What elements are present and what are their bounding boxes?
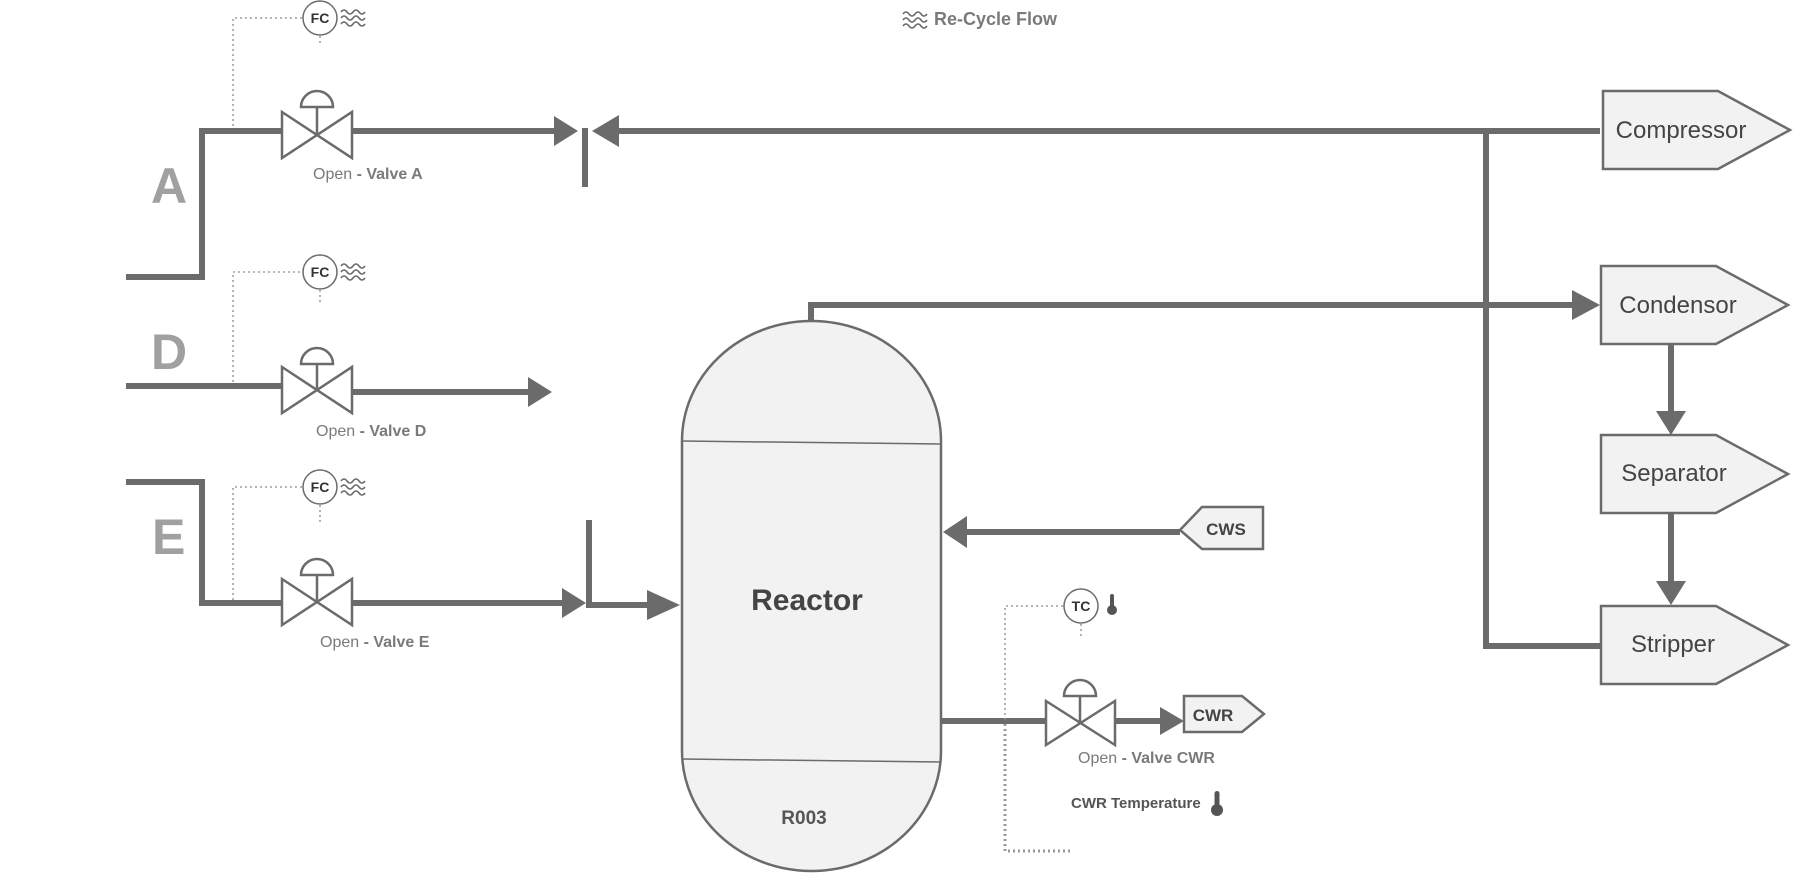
recycle-loop	[592, 115, 1600, 649]
cwr-temperature-label: CWR Temperature	[1071, 795, 1201, 812]
feed-a-controller-tag: FC	[311, 10, 330, 26]
valve-a[interactable]	[280, 89, 354, 161]
compressor-label: Compressor	[1616, 117, 1747, 144]
feed-e-pipe	[126, 479, 282, 606]
valve-e[interactable]	[280, 557, 354, 628]
cws-tag[interactable]: CWS	[1178, 505, 1265, 551]
valve-e-label: Open - Valve E	[320, 634, 430, 651]
reactor-inlet-arrowhead	[647, 590, 680, 620]
cwr-tag[interactable]: CWR	[1182, 694, 1266, 734]
reactor-tag: R003	[781, 808, 826, 829]
recycle-arrowhead	[592, 115, 619, 147]
stripper-inlet-arrowhead	[1656, 581, 1686, 605]
mixing-bar-e	[586, 520, 654, 608]
cooling-water-system: CWS CWR TC Open - Valve CWR CWR Temperat…	[941, 505, 1266, 853]
condensor-inlet-arrowhead	[1572, 290, 1600, 320]
feed-d-label: D	[151, 324, 187, 380]
stripper-recycle-pipe	[1483, 128, 1600, 649]
feed-a-arrowhead	[554, 116, 578, 146]
flow-waves-icon	[340, 263, 366, 281]
valve-d[interactable]	[280, 346, 354, 416]
feed-a-signal-line	[232, 17, 302, 126]
feed-a-flow-controller[interactable]: FC	[302, 0, 338, 36]
stripper-unit[interactable]: Stripper	[1599, 604, 1791, 686]
flow-waves-icon	[340, 478, 366, 496]
flow-waves-icon	[902, 11, 928, 29]
separator-unit[interactable]: Separator	[1599, 433, 1791, 515]
temperature-sensor-line	[1003, 724, 1070, 853]
compressor-unit[interactable]: Compressor	[1601, 89, 1793, 171]
separator-inlet-arrowhead	[1656, 411, 1686, 435]
cwr-arrowhead	[1160, 707, 1184, 735]
thermometer-icon	[1211, 791, 1223, 816]
cws-label: CWS	[1206, 520, 1246, 539]
feed-d-arrowhead	[528, 377, 552, 407]
feed-d-line: D FC Open - Valve D	[126, 254, 552, 440]
separator-label: Separator	[1621, 460, 1726, 487]
temperature-controller[interactable]: TC	[1063, 588, 1099, 624]
feed-a-pipe	[126, 128, 282, 280]
feed-e-label: E	[152, 509, 185, 565]
separation-train: Compressor Condensor Separator Stripper	[1599, 89, 1793, 686]
valve-cwr-label: Open - Valve CWR	[1078, 750, 1215, 767]
reactor-overhead-pipe	[808, 302, 1578, 321]
feed-a-label: A	[151, 158, 187, 214]
flow-waves-icon	[340, 9, 366, 27]
recycle-flow-legend: Re-Cycle Flow	[902, 9, 1058, 29]
cwr-label: CWR	[1193, 706, 1234, 725]
valve-a-label: Open - Valve A	[313, 166, 423, 183]
thermometer-icon	[1107, 594, 1117, 615]
feed-e-controller-tag: FC	[311, 479, 330, 495]
temperature-controller-tag: TC	[1072, 598, 1091, 614]
stripper-label: Stripper	[1631, 631, 1715, 658]
cws-arrowhead	[943, 516, 967, 548]
feed-e-flow-controller[interactable]: FC	[302, 469, 338, 505]
feed-d-signal-line	[232, 271, 302, 382]
valve-d-label: Open - Valve D	[316, 423, 426, 440]
feed-e-line: E FC Open - Valve E	[126, 469, 680, 651]
feed-d-flow-controller[interactable]: FC	[302, 254, 338, 290]
reactor-name: Reactor	[751, 584, 863, 617]
condensor-label: Condensor	[1619, 292, 1736, 319]
condensor-unit[interactable]: Condensor	[1599, 264, 1791, 346]
feed-e-signal-line	[232, 486, 302, 600]
valve-cwr[interactable]	[1044, 678, 1117, 748]
reactor-vessel[interactable]: Reactor R003	[680, 290, 1600, 873]
feed-e-arrowhead	[562, 588, 586, 618]
feed-a-line: A FC Open - Valve A	[126, 0, 588, 280]
feed-d-controller-tag: FC	[311, 264, 330, 280]
tc-signal-line	[1004, 605, 1064, 720]
recycle-flow-label: Re-Cycle Flow	[934, 9, 1058, 29]
